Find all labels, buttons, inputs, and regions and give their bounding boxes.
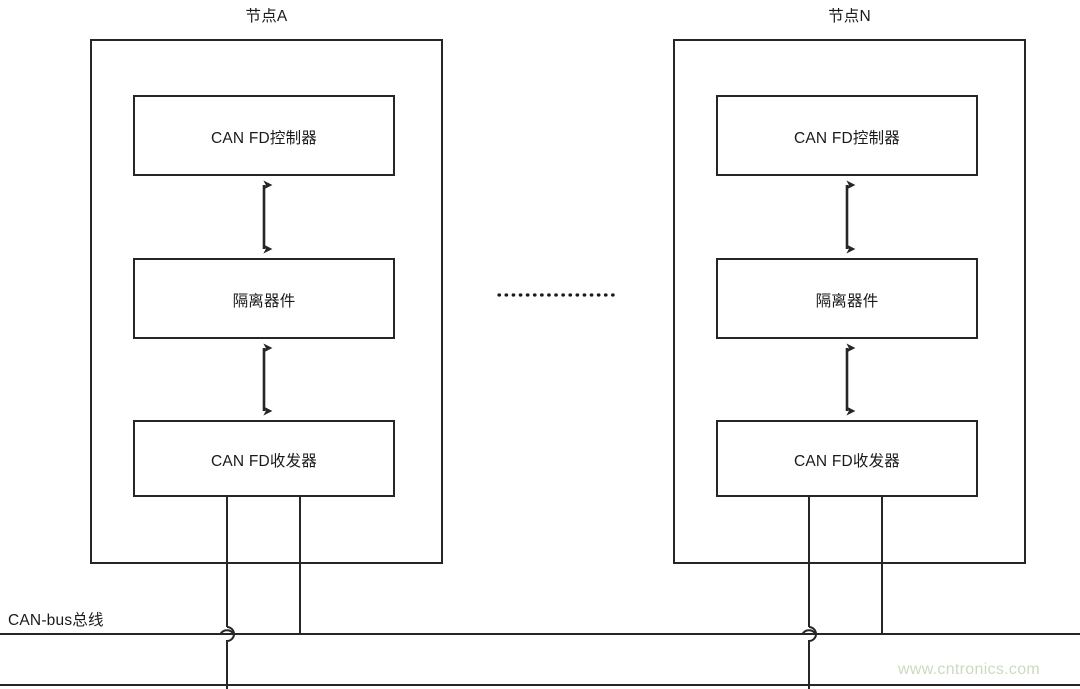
node-n-outer-box xyxy=(673,39,1026,564)
node-a-isolator-box xyxy=(133,258,395,339)
node-n-transceiver-label: CAN FD收发器 xyxy=(794,453,900,470)
node-n-controller-box xyxy=(716,95,978,176)
node-a-transceiver-label: CAN FD收发器 xyxy=(211,453,317,470)
node-n-bus-wire-low xyxy=(808,496,817,689)
node-a-isolator-label: 隔离器件 xyxy=(232,293,296,310)
node-n-isolator-label: 隔离器件 xyxy=(815,293,879,310)
can-bus-label: CAN-bus总线 xyxy=(8,612,104,629)
node-a-outer-box xyxy=(90,39,443,564)
node-n-title: 节点N xyxy=(828,8,871,25)
node-a-controller-box xyxy=(133,95,395,176)
node-n-group xyxy=(673,39,1026,689)
node-a-transceiver-box xyxy=(133,420,395,497)
node-n-controller-label: CAN FD控制器 xyxy=(794,130,900,147)
node-a-bus-wire-low xyxy=(226,496,235,689)
node-a-controller-label: CAN FD控制器 xyxy=(211,130,317,147)
node-a-title: 节点A xyxy=(245,8,288,25)
node-n-isolator-box xyxy=(716,258,978,339)
site-watermark: www.cntronics.com xyxy=(898,661,1041,678)
node-n-transceiver-box xyxy=(716,420,978,497)
